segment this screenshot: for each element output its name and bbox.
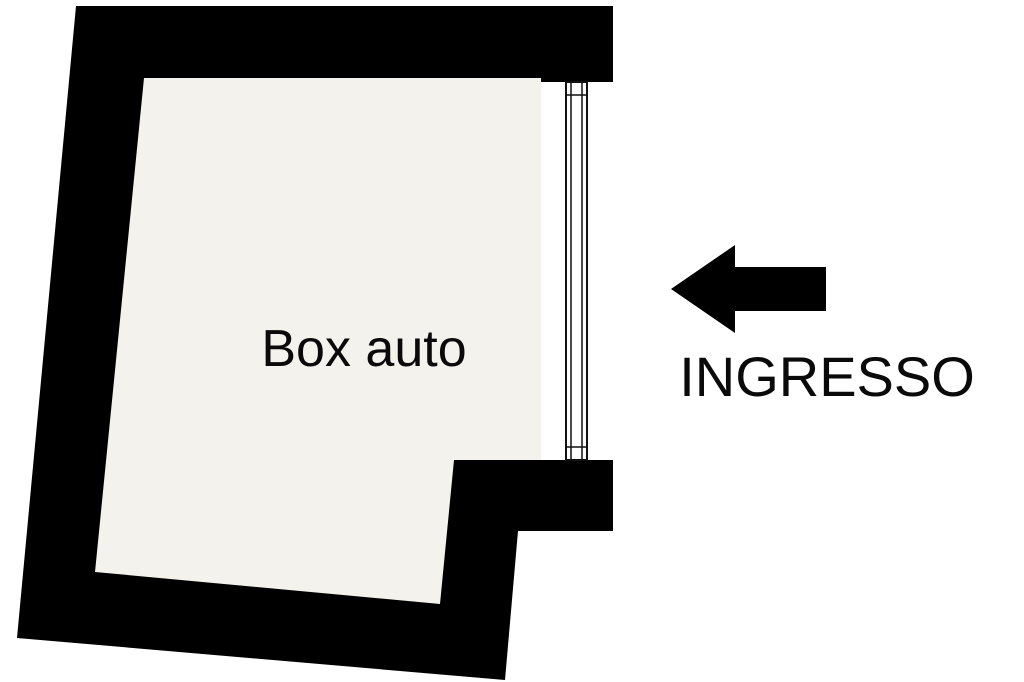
arrow-left-icon xyxy=(671,245,826,333)
garage-door xyxy=(565,81,588,461)
room-label: Box auto xyxy=(261,320,466,378)
room-floor xyxy=(95,78,541,604)
entrance-label: INGRESSO xyxy=(679,345,975,408)
